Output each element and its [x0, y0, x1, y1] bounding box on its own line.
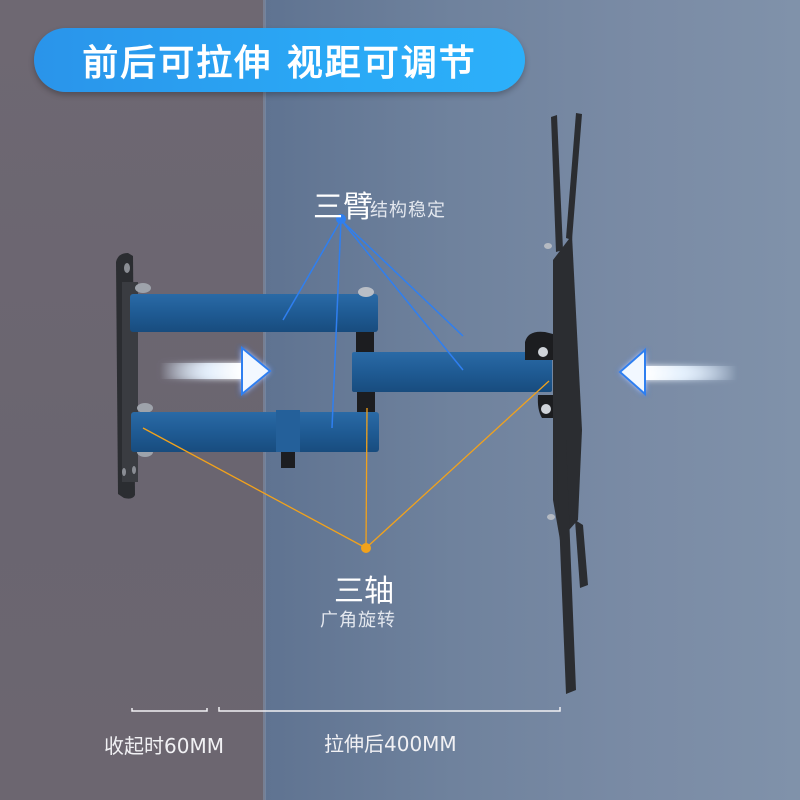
banner-title: 前后可拉伸 视距可调节 [82, 43, 477, 84]
arms-title: 三臂 [313, 190, 373, 225]
dimension-lines [131, 707, 561, 712]
axes-subtitle: 广角旋转 [320, 610, 396, 631]
retracted-dimension: 收起时60MM [104, 734, 224, 758]
arrow-right-icon [160, 345, 272, 397]
axes-callout-dot [361, 543, 371, 553]
lower-arm [131, 412, 379, 452]
tilt-bracket [525, 331, 553, 418]
middle-arm [352, 352, 552, 392]
wall-plate [116, 253, 153, 499]
room-background [265, 0, 800, 800]
extended-dimension: 拉伸后400MM [324, 732, 457, 756]
upper-arm [130, 294, 378, 332]
arms-callout-lines [282, 219, 464, 429]
axes-callout-lines [142, 380, 550, 549]
arrow-left-icon [618, 347, 737, 397]
axes-title: 三轴 [334, 574, 394, 609]
tv-mount-plate [544, 113, 588, 694]
arms-callout-dot [336, 214, 346, 224]
feature-banner: 前后可拉伸 视距可调节 [34, 28, 525, 92]
wall-edge [263, 0, 266, 800]
arms-subtitle: 结构稳定 [370, 200, 446, 221]
